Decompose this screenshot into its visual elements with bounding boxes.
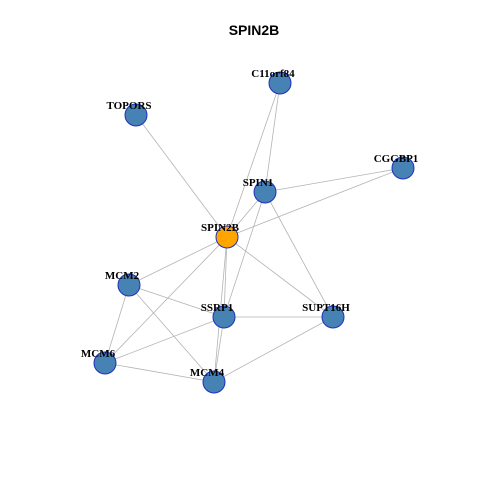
node-label-spin1: SPIN1 [243, 177, 274, 189]
node-mcm6[interactable] [93, 351, 117, 375]
node-supt16h[interactable] [321, 305, 345, 329]
edge-mcm6-mcm4 [104, 362, 215, 383]
node-label-cggbp1: CGGBP1 [374, 153, 419, 165]
node-spin2b[interactable] [215, 225, 239, 249]
edge-spin2b-mcm2 [128, 236, 228, 286]
edge-cggbp1-spin2b [226, 167, 404, 238]
node-label-c11orf84: C11orf84 [251, 68, 295, 80]
edge-mcm2-mcm6 [104, 284, 130, 364]
graph-title: SPIN2B [229, 22, 280, 38]
edge-mcm2-mcm4 [128, 284, 215, 383]
node-label-spin2b: SPIN2B [201, 222, 240, 234]
edge-spin2b-supt16h [226, 236, 334, 318]
edges-layer [104, 82, 404, 383]
edge-spin1-ssrp1 [223, 191, 266, 318]
edge-c11orf84-spin1 [264, 82, 281, 193]
node-label-supt16h: SUPT16H [302, 302, 350, 314]
node-label-mcm6: MCM6 [81, 348, 116, 360]
edge-spin2b-ssrp1 [223, 236, 228, 318]
node-label-ssrp1: SSRP1 [201, 302, 233, 314]
node-label-mcm2: MCM2 [105, 270, 140, 282]
edge-spin2b-mcm6 [104, 236, 228, 364]
edge-topors-spin2b [135, 114, 228, 238]
node-mcm2[interactable] [117, 273, 141, 297]
node-topors[interactable] [124, 103, 148, 127]
node-mcm4[interactable] [202, 370, 226, 394]
node-label-topors: TOPORS [106, 100, 151, 112]
edge-ssrp1-mcm6 [104, 316, 225, 364]
edge-spin1-supt16h [264, 191, 334, 318]
node-label-mcm4: MCM4 [190, 367, 225, 379]
node-spin1[interactable] [253, 180, 277, 204]
nodes-layer [93, 71, 415, 394]
node-cggbp1[interactable] [391, 156, 415, 180]
node-c11orf84[interactable] [268, 71, 292, 95]
edge-cggbp1-spin1 [264, 167, 404, 193]
edge-c11orf84-spin2b [226, 82, 281, 238]
node-ssrp1[interactable] [212, 305, 236, 329]
edge-mcm2-ssrp1 [128, 284, 225, 318]
edge-supt16h-mcm4 [213, 316, 334, 383]
